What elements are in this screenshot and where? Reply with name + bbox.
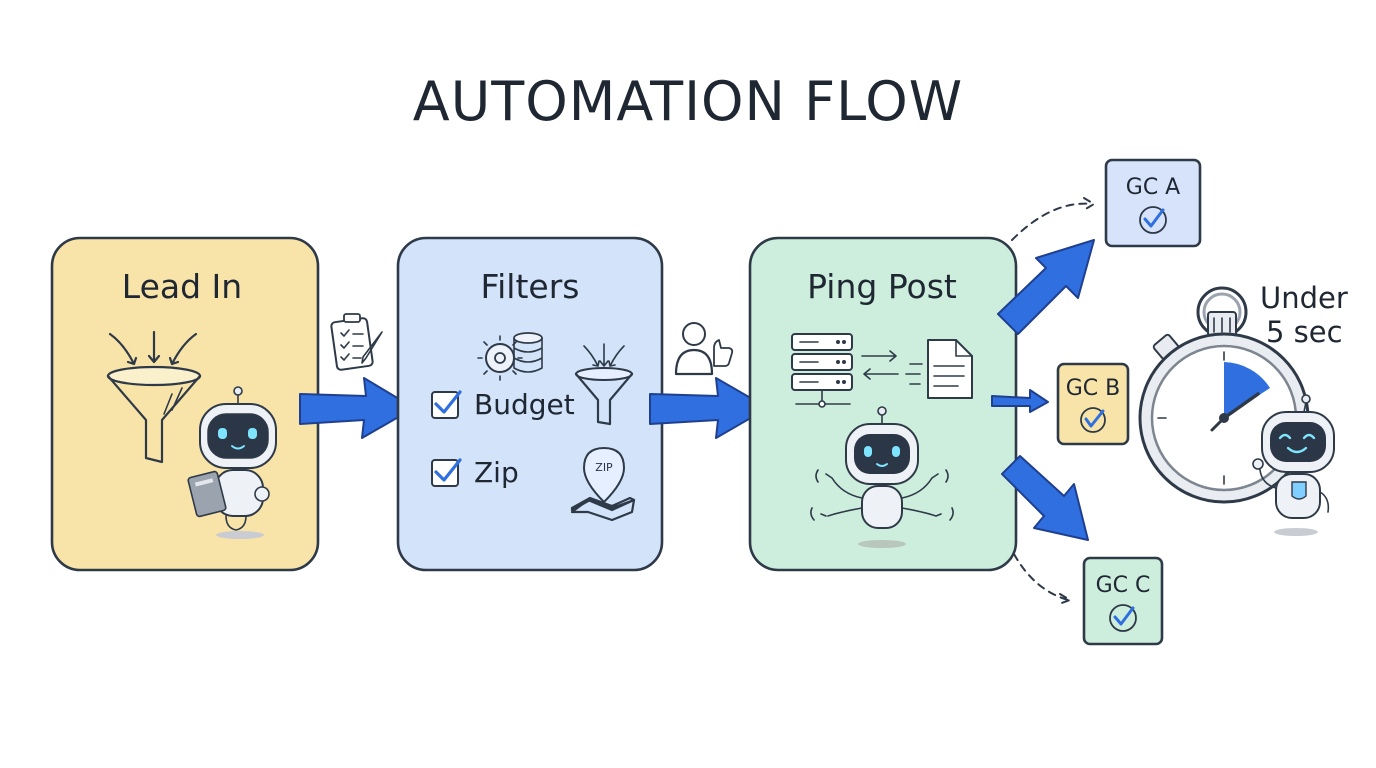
check-circle-icon [1109, 604, 1137, 632]
ping-post-label: Ping Post [807, 267, 957, 306]
checkmark-icon [434, 390, 462, 414]
checkmark-icon [434, 458, 462, 482]
filters-label: Filters [481, 267, 580, 306]
arrow-lead-to-filters [299, 377, 415, 439]
arrow-to-gc-b [991, 389, 1049, 413]
stage-ping-post: Ping Post [748, 236, 1018, 572]
gc-c-box [1082, 556, 1164, 646]
gc-a-box [1104, 158, 1202, 248]
arrow-to-gc-a [997, 239, 1095, 335]
arrow-to-gc-c [1001, 455, 1089, 541]
diagram-title: AUTOMATION FLOW [413, 70, 963, 133]
check-circle-icon [1080, 407, 1106, 433]
zip-label: Zip [474, 456, 519, 489]
robot-icon [187, 386, 277, 539]
dashed-connector-gc-a [1011, 197, 1096, 241]
gear-database-icon [477, 332, 543, 381]
lead-in-label: Lead In [122, 267, 242, 306]
server-icon [791, 333, 853, 408]
funnel-icon [574, 343, 634, 426]
gc-b-label: GC B [1066, 376, 1121, 401]
stage-lead-in: Lead In [50, 236, 320, 572]
budget-label: Budget [474, 388, 575, 421]
map-pin-icon: ZIP [570, 446, 636, 522]
zip-criterion: Zip [431, 456, 519, 489]
gc-b-box [1056, 362, 1130, 446]
checklist-icon [330, 313, 383, 371]
robot-icon [1252, 394, 1335, 536]
exchange-arrows-icon [861, 350, 899, 380]
arrow-filters-to-pingpost [649, 377, 769, 439]
check-circle-icon [1139, 206, 1167, 234]
contractor-gc-b: GC B [1056, 362, 1130, 446]
robot-icon [810, 406, 954, 548]
stage-filters: Filters Budget Zip [396, 236, 664, 572]
checkbox-icon [431, 459, 459, 487]
contractor-gc-a: GC A [1104, 158, 1202, 248]
timing-line-1: Under [1260, 281, 1348, 315]
zip-badge: ZIP [595, 461, 613, 474]
checkbox-icon [431, 391, 459, 419]
timing-line-2: 5 sec [1266, 315, 1343, 349]
gc-c-label: GC C [1096, 573, 1151, 598]
person-thumbs-up-icon [674, 322, 734, 376]
funnel-icon [106, 330, 202, 464]
budget-criterion: Budget [431, 388, 575, 421]
dashed-connector-gc-c [1013, 553, 1073, 605]
document-icon [905, 339, 973, 399]
contractor-gc-c: GC C [1082, 556, 1164, 646]
gc-a-label: GC A [1126, 175, 1180, 200]
